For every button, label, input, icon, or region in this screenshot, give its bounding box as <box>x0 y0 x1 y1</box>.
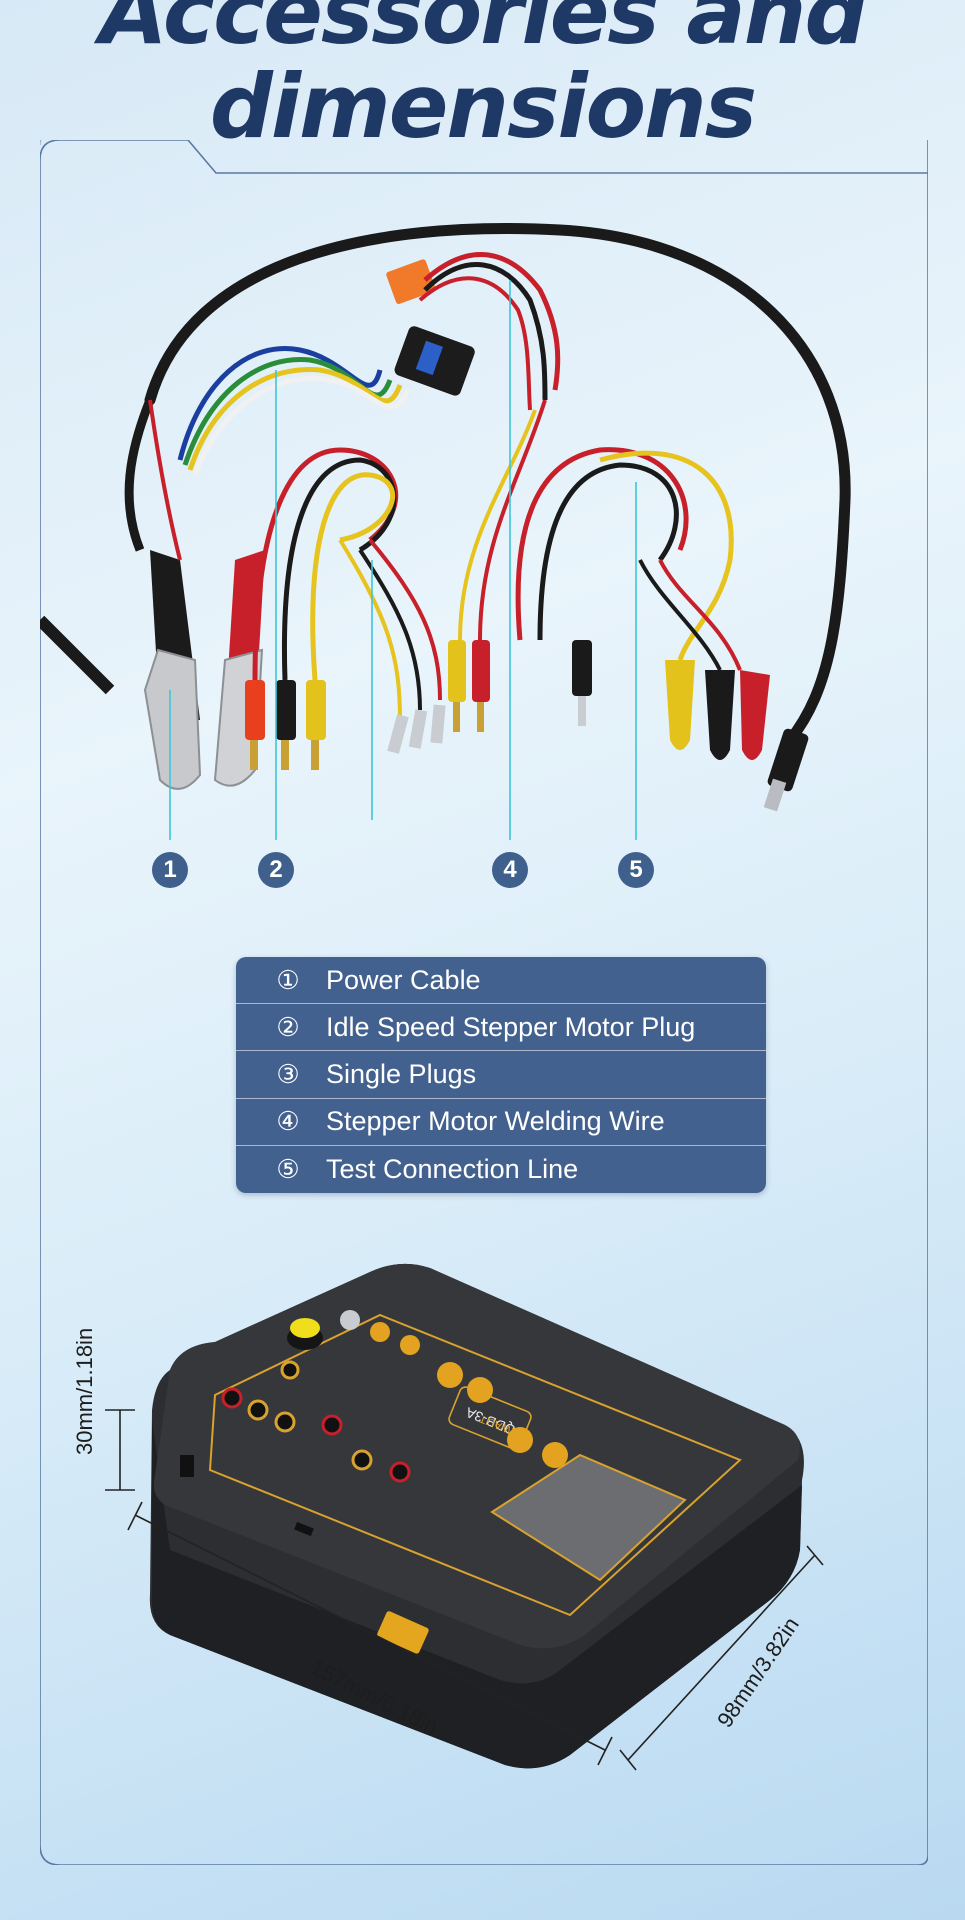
stepper-plug-cable <box>177 326 475 476</box>
callout-lines <box>169 280 637 840</box>
legend-label: Idle Speed Stepper Motor Plug <box>326 1011 696 1042</box>
device-photo: QDB-3A HWALIT <box>105 1263 824 1771</box>
legend-index: ④ <box>276 1106 300 1137</box>
height-dimension: 30mm/1.18in <box>72 1327 97 1455</box>
side-port <box>294 1521 314 1537</box>
legend-item: ② Idle Speed Stepper Motor Plug <box>236 1004 766 1052</box>
dimension-lines <box>105 1409 824 1771</box>
accessories-legend: ① Power Cable ② Idle Speed Stepper Motor… <box>236 957 766 1193</box>
power-clamps <box>40 399 265 790</box>
callout-1: 1 <box>152 852 188 888</box>
legend-label: Stepper Motor Welding Wire <box>326 1106 665 1137</box>
callout-4: 4 <box>492 852 528 888</box>
legend-label: Power Cable <box>326 964 481 995</box>
callout-5: 5 <box>618 852 654 888</box>
legend-index: ③ <box>276 1058 300 1089</box>
legend-item: ④ Stepper Motor Welding Wire <box>236 1099 766 1146</box>
legend-item: ① Power Cable <box>236 957 766 1005</box>
mode-button <box>340 1310 360 1330</box>
legend-item: ③ Single Plugs <box>236 1051 766 1099</box>
welding-plugs <box>448 399 547 732</box>
spade-wires <box>338 538 446 754</box>
page-heading: Accessories and dimensions <box>0 0 965 154</box>
test-line <box>515 447 770 760</box>
side-port <box>180 1455 194 1477</box>
control-buttons <box>370 1322 568 1468</box>
heading-line-2: dimensions <box>209 55 757 158</box>
single-plugs <box>245 447 399 770</box>
dc-plug <box>763 728 809 812</box>
callout-2: 2 <box>258 852 294 888</box>
legend-index: ① <box>276 964 300 995</box>
legend-label: Test Connection Line <box>326 1153 579 1184</box>
legend-index: ② <box>276 1011 300 1042</box>
xt-connector <box>377 1611 429 1654</box>
legend-index: ⑤ <box>276 1153 300 1184</box>
banana-jacks <box>221 1360 411 1483</box>
heading-line-1: Accessories and <box>99 0 868 64</box>
legend-label: Single Plugs <box>326 1058 477 1089</box>
legend-item: ⑤ Test Connection Line <box>236 1146 766 1193</box>
accessories-photo <box>40 223 851 840</box>
welding-wire <box>386 252 561 411</box>
adjust-knob <box>287 1318 323 1350</box>
